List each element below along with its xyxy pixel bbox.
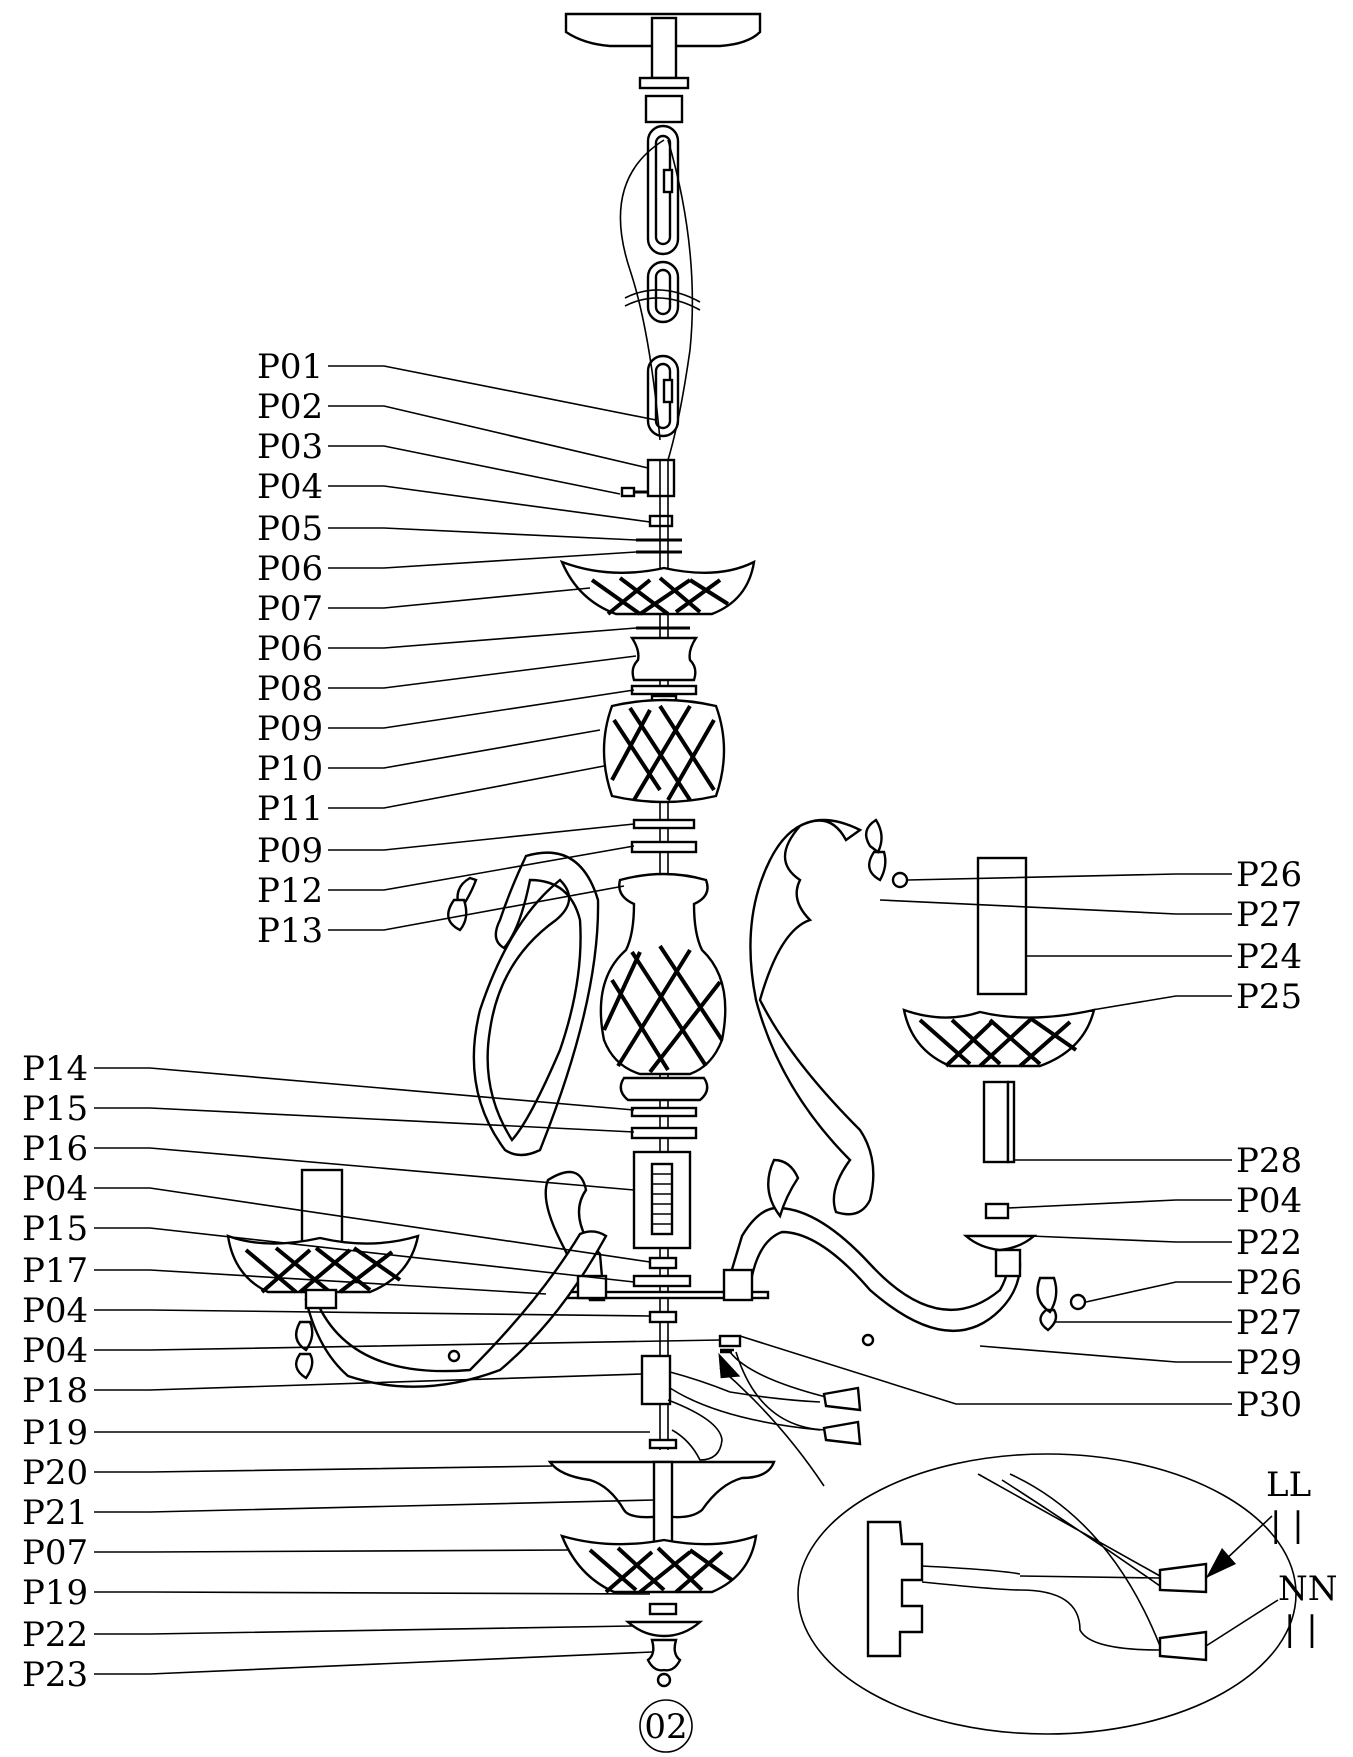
right-labels: P26 P27 P24 P25 P28 P04 P22 P26 P27 P29 … xyxy=(1236,855,1302,1425)
label-p17: P17 xyxy=(22,1251,88,1291)
page-number-badge: 02 xyxy=(639,1699,693,1753)
ceiling-canopy xyxy=(564,12,762,124)
label-p20: P20 xyxy=(22,1453,88,1493)
label-p14: P14 xyxy=(22,1049,88,1089)
label-p30: P30 xyxy=(1236,1385,1302,1425)
label-p28: P28 xyxy=(1236,1141,1302,1181)
label-p04-b: P04 xyxy=(22,1169,88,1209)
upper-collar xyxy=(629,626,699,696)
label-p29: P29 xyxy=(1236,1343,1302,1383)
hook-loop xyxy=(620,458,682,554)
right-candle-parts xyxy=(891,856,1096,1332)
lower-body xyxy=(547,1438,776,1688)
right-arm xyxy=(722,818,1022,1347)
page-number: 02 xyxy=(644,1707,687,1747)
label-p11: P11 xyxy=(257,789,323,829)
label-p01: P01 xyxy=(257,347,323,387)
label-p07-b: P07 xyxy=(22,1533,88,1573)
label-p07: P07 xyxy=(257,589,323,629)
label-p03: P03 xyxy=(257,427,323,467)
label-p15-b: P15 xyxy=(22,1209,88,1249)
right-leader-lines xyxy=(739,873,1232,1405)
label-p04-d: P04 xyxy=(22,1331,88,1371)
label-p19-b: P19 xyxy=(22,1573,88,1613)
label-p25: P25 xyxy=(1236,977,1302,1017)
wiring-detail-inset xyxy=(718,1352,1297,1735)
label-p16: P16 xyxy=(22,1129,88,1169)
label-p26: P26 xyxy=(1236,855,1302,895)
label-p12: P12 xyxy=(257,871,323,911)
label-p26-b: P26 xyxy=(1236,1263,1302,1303)
label-p23: P23 xyxy=(22,1655,88,1695)
label-p22-b: P22 xyxy=(1236,1223,1302,1263)
label-p06: P06 xyxy=(257,549,323,589)
label-p22: P22 xyxy=(22,1615,88,1655)
label-live-bars: | | xyxy=(1270,1505,1304,1545)
label-p04-e: P04 xyxy=(1236,1181,1302,1221)
label-p13: P13 xyxy=(257,911,323,951)
left-leader-lines xyxy=(94,365,721,1675)
threaded-sleeve xyxy=(632,1150,692,1250)
label-p10: P10 xyxy=(257,749,323,789)
left-arm xyxy=(304,851,608,1388)
label-p24: P24 xyxy=(1236,937,1302,977)
lower-left-labels: P14 P15 P16 P04 P15 P17 P04 P04 P18 P19 … xyxy=(22,1049,88,1695)
chain xyxy=(619,124,701,461)
label-p27: P27 xyxy=(1236,895,1302,935)
label-p19: P19 xyxy=(22,1413,88,1453)
label-p09-b: P09 xyxy=(257,831,323,871)
wire-labels: LL | | NN | | xyxy=(1266,1465,1338,1649)
wiring xyxy=(640,1334,862,1461)
label-p04: P04 xyxy=(257,467,323,507)
label-p05: P05 xyxy=(257,509,323,549)
label-p02: P02 xyxy=(257,387,323,427)
label-p15: P15 xyxy=(22,1089,88,1129)
crystal-sphere xyxy=(602,694,726,804)
label-neutral: NN xyxy=(1278,1569,1338,1609)
label-p18: P18 xyxy=(22,1371,88,1411)
label-p21: P21 xyxy=(22,1493,88,1533)
center-urn xyxy=(599,872,727,1140)
label-p27-b: P27 xyxy=(1236,1303,1302,1343)
left-labels: P01 P02 P03 P04 P05 P06 P07 P06 P08 P09 … xyxy=(257,347,323,951)
label-neutral-bars: | | xyxy=(1284,1609,1318,1649)
label-p06-b: P06 xyxy=(257,629,323,669)
label-p09: P09 xyxy=(257,709,323,749)
label-live: LL xyxy=(1266,1465,1311,1505)
upper-crystal-bowl xyxy=(559,559,756,616)
label-p04-c: P04 xyxy=(22,1291,88,1331)
label-p08: P08 xyxy=(257,669,323,709)
lower-spacers xyxy=(630,818,698,854)
